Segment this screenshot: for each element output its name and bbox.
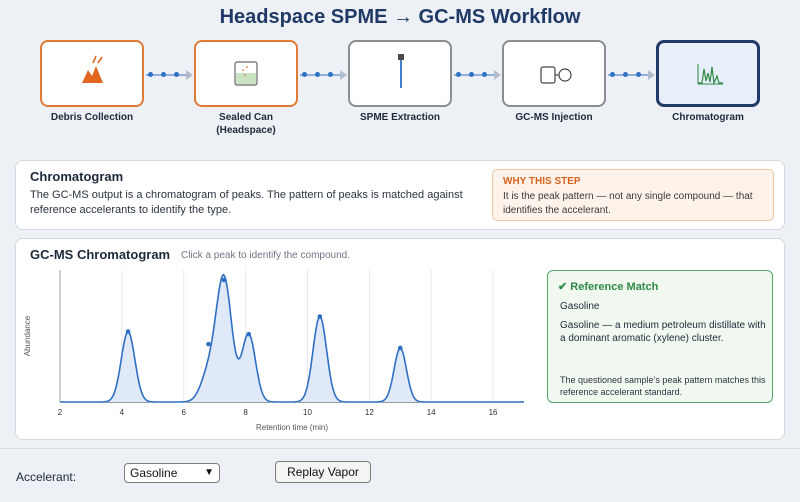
x-tick-label: 10 — [303, 408, 312, 417]
step-info-text: The GC-MS output is a chromatogram of pe… — [30, 189, 463, 216]
chevron-down-icon: ▼ — [204, 467, 214, 478]
controls-bar — [0, 448, 800, 502]
gc-ms-injector-icon — [540, 66, 572, 84]
peak-marker[interactable] — [317, 314, 323, 319]
step-info-panel: Chromatogram The GC-MS output is a chrom… — [15, 160, 785, 230]
step-label: Sealed Can (Headspace) — [216, 112, 276, 136]
workflow-connector — [146, 70, 193, 80]
peak-marker[interactable] — [221, 277, 227, 283]
step-label: SPME Extraction — [359, 112, 441, 123]
workflow-connector — [300, 70, 347, 80]
peak-marker[interactable] — [125, 329, 131, 334]
workflow-step-gc-ms-injection[interactable]: GC-MS Injection — [502, 40, 606, 124]
accelerant-selected-value: Gasoline — [130, 466, 178, 480]
chromatogram-line — [60, 273, 524, 403]
spme-fiber-icon — [398, 54, 404, 88]
why-this-step-box: WHY THIS STEP It is the peak pattern — n… — [492, 169, 774, 221]
workflow-step-sealed-can[interactable]: Sealed Can (Headspace) — [194, 40, 298, 137]
step-label: GC-MS Injection — [515, 112, 593, 123]
peak-marker[interactable] — [206, 341, 211, 347]
replay-vapor-button[interactable]: Replay Vapor — [275, 461, 371, 483]
why-this-step-title: WHY THIS STEP — [503, 176, 581, 187]
step-label: Debris Collection — [50, 112, 134, 123]
chromatogram-title: GC-MS Chromatogram — [30, 247, 171, 262]
sealed-can-icon — [234, 61, 258, 86]
x-tick-label: 8 — [243, 408, 248, 417]
peak-marker[interactable] — [397, 345, 403, 351]
reference-footer: The questioned sample’s peak pattern mat… — [560, 375, 766, 397]
chromatogram-area — [60, 274, 524, 402]
workflow-step-chromatogram[interactable]: Chromatogram — [656, 40, 760, 124]
x-tick-label: 4 — [120, 408, 125, 417]
reference-match-title: ✔ Reference Match — [558, 281, 659, 293]
why-this-step-text: It is the peak pattern — not any single … — [503, 191, 753, 216]
reference-description: Gasoline — a medium petroleum distillate… — [560, 320, 766, 344]
fire-debris-icon — [82, 55, 103, 83]
x-tick-label: 12 — [365, 408, 374, 417]
page-title: Headspace SPME → GC-MS Workflow — [219, 6, 581, 28]
y-axis-label: Abundance — [23, 315, 32, 356]
workflow-connector — [454, 70, 501, 80]
workflow-connector — [608, 70, 655, 80]
x-tick-label: 2 — [58, 408, 63, 417]
chromatogram-hint: Click a peak to identify the compound. — [181, 250, 350, 261]
x-tick-label: 14 — [427, 408, 436, 417]
chromatogram-icon — [697, 64, 723, 86]
step-label: Chromatogram — [672, 112, 744, 123]
reference-name: Gasoline — [560, 301, 600, 312]
peak-marker[interactable] — [246, 331, 251, 337]
accelerant-select[interactable]: Gasoline ▼ — [124, 463, 220, 483]
x-tick-label: 6 — [182, 408, 187, 417]
accelerant-label: Accelerant: — [16, 470, 77, 484]
workflow-step-debris-collection[interactable]: Debris Collection — [40, 40, 144, 124]
reference-match-box: ✔ Reference Match Gasoline Gasoline — a … — [547, 270, 773, 403]
x-tick-label: 16 — [489, 408, 498, 417]
step-info-title: Chromatogram — [30, 169, 124, 184]
chromatogram-panel: GC-MS Chromatogram Click a peak to ident… — [15, 238, 785, 440]
x-axis-label: Retention time (min) — [256, 423, 328, 432]
workflow-step-spme-extraction[interactable]: SPME Extraction — [348, 40, 452, 124]
